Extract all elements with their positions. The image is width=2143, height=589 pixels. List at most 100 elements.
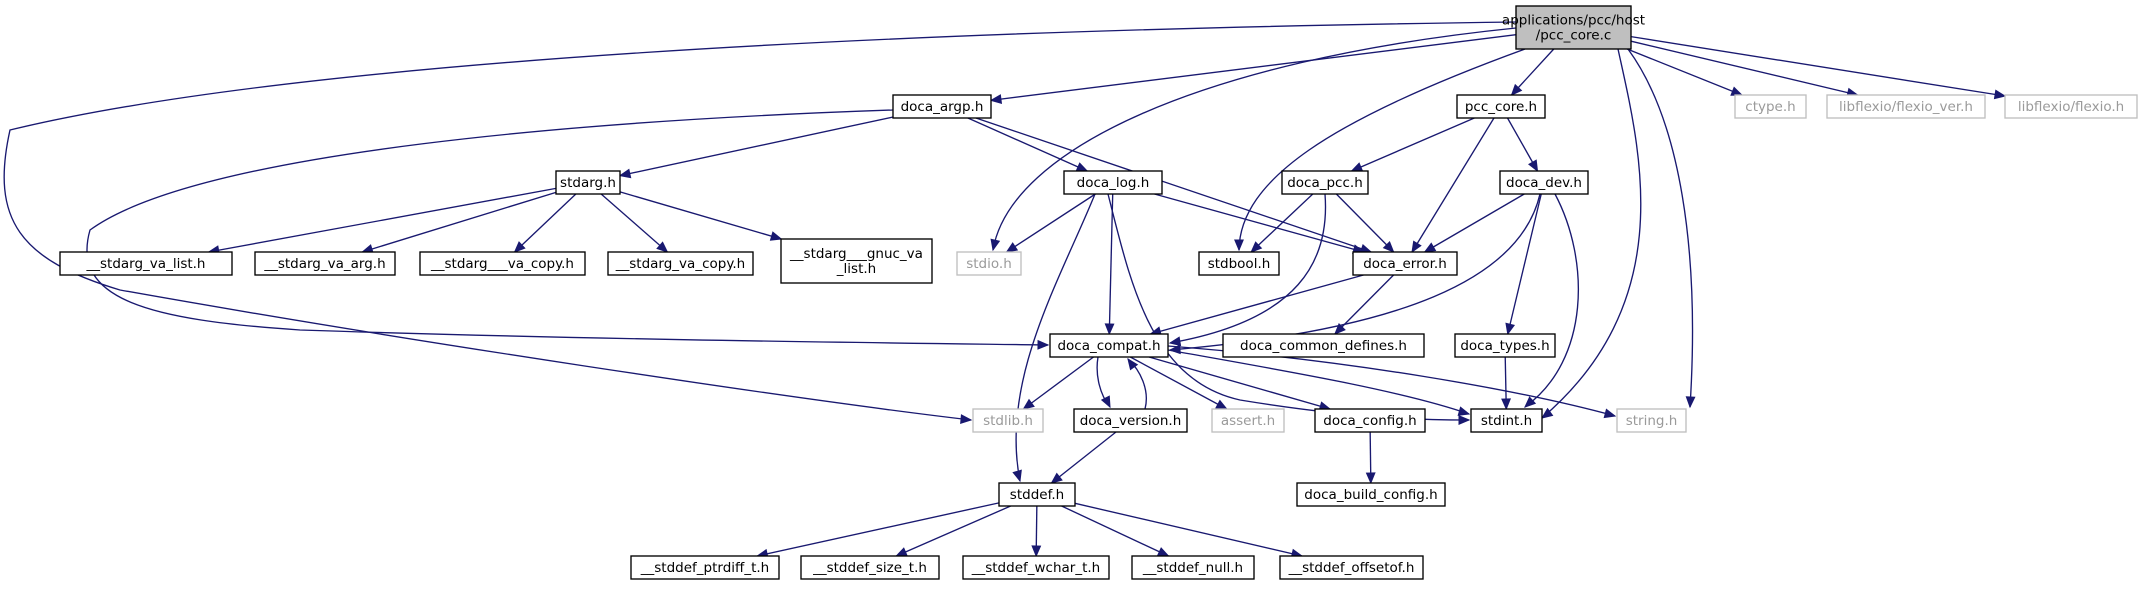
node-label: doca_error.h — [1363, 256, 1447, 272]
node-wchar[interactable]: __stddef_wchar_t.h — [962, 555, 1110, 580]
node-box — [800, 555, 940, 580]
edge-doca_log-to-stddef — [1012, 193, 1096, 483]
node-doca_compat[interactable]: doca_compat.h — [1049, 333, 1169, 358]
node-null[interactable]: __stddef_null.h — [1131, 555, 1255, 580]
edges-layer — [3, 21, 2007, 559]
node-stdint[interactable]: stdint.h — [1470, 408, 1543, 433]
node-size_t[interactable]: __stddef_size_t.h — [800, 555, 940, 580]
edge-root-to-stdbool — [1234, 48, 1526, 252]
node-label: doca_argp.h — [901, 99, 984, 115]
node-u_va_copy[interactable]: __stdarg___va_copy.h — [419, 251, 586, 276]
node-doca_dev[interactable]: doca_dev.h — [1499, 170, 1589, 195]
edge-doca_pcc-to-doca_error — [1335, 193, 1395, 253]
node-box — [780, 238, 933, 284]
node-box — [998, 482, 1076, 507]
node-label: __stddef_size_t.h — [812, 560, 927, 576]
edge-doca_compat-to-stdint — [1167, 349, 1471, 416]
node-doca_log[interactable]: doca_log.h — [1063, 170, 1163, 195]
edge-stdarg-to-gnuc — [619, 191, 783, 241]
node-label: stdbool.h — [1208, 256, 1271, 272]
node-label: __stdarg___gnuc_va — [789, 246, 923, 262]
edge-doca_pcc-to-stdbool — [1250, 193, 1314, 253]
node-label: stddef.h — [1010, 487, 1064, 503]
node-label: __stddef_null.h — [1142, 560, 1243, 576]
node-box — [1296, 482, 1446, 507]
node-ctype[interactable]: ctype.h — [1734, 94, 1807, 119]
node-box — [419, 251, 586, 276]
node-box — [972, 408, 1044, 433]
node-box — [1352, 251, 1458, 276]
node-pcc_core_h[interactable]: pcc_core.h — [1456, 94, 1546, 119]
node-common_defines[interactable]: doca_common_defines.h — [1222, 333, 1425, 358]
node-label: __stddef_ptrdiff_t.h — [640, 560, 769, 576]
node-stdbool[interactable]: stdbool.h — [1198, 251, 1280, 276]
node-flexio[interactable]: libflexio/flexio.h — [2004, 94, 2138, 119]
node-box — [1826, 94, 1986, 119]
node-label: applications/pcc/host — [1502, 13, 1645, 29]
node-doca_types[interactable]: doca_types.h — [1454, 333, 1556, 358]
edge-doca_log-to-doca_compat — [1104, 193, 1115, 336]
node-label: doca_pcc.h — [1287, 175, 1363, 191]
node-label: __stddef_wchar_t.h — [971, 560, 1101, 576]
node-offsetof[interactable]: __stddef_offsetof.h — [1279, 555, 1424, 580]
node-doca_version[interactable]: doca_version.h — [1073, 408, 1188, 433]
edge-doca_argp-to-doca_compat — [86, 109, 1050, 350]
node-root[interactable]: applications/pcc/host/pcc_core.c — [1502, 5, 1645, 50]
node-label: doca_log.h — [1077, 175, 1150, 191]
node-va_list[interactable]: __stdarg_va_list.h — [59, 251, 233, 276]
node-doca_pcc[interactable]: doca_pcc.h — [1281, 170, 1369, 195]
node-stddef[interactable]: stddef.h — [998, 482, 1076, 507]
node-label: assert.h — [1221, 413, 1275, 429]
node-va_arg[interactable]: __stdarg_va_arg.h — [254, 251, 396, 276]
edge-doca_argp-to-stdarg — [618, 116, 894, 179]
node-box — [1131, 555, 1255, 580]
edge-root-to-ctype — [1626, 48, 1744, 96]
node-box — [1454, 333, 1556, 358]
edge-doca_pcc-to-doca_compat — [1168, 193, 1327, 347]
node-box — [555, 170, 621, 195]
node-label: __stdarg_va_arg.h — [263, 256, 385, 272]
node-stdarg[interactable]: stdarg.h — [555, 170, 621, 195]
node-label: doca_config.h — [1323, 413, 1416, 429]
node-box — [1470, 408, 1543, 433]
node-label: doca_types.h — [1460, 338, 1549, 354]
edge-doca_error-to-doca_compat — [1149, 274, 1364, 336]
edge-root-to-stdlib — [3, 21, 1517, 424]
node-ptrdiff[interactable]: __stddef_ptrdiff_t.h — [630, 555, 780, 580]
edge-stdarg-to-va_list — [207, 187, 557, 255]
node-assert[interactable]: assert.h — [1211, 408, 1285, 433]
node-string[interactable]: string.h — [1616, 408, 1687, 433]
node-va_copy[interactable]: __stdarg_va_copy.h — [607, 251, 754, 276]
node-box — [1314, 408, 1426, 433]
node-stdio[interactable]: stdio.h — [956, 251, 1022, 276]
edge-root-to-stdio — [990, 27, 1517, 252]
edge-doca_error-to-common_defines — [1334, 274, 1395, 335]
node-label: __stdarg_va_copy.h — [615, 256, 745, 272]
node-box — [59, 251, 233, 276]
node-box — [254, 251, 396, 276]
node-label: __stdarg___va_copy.h — [430, 256, 574, 272]
node-build_config[interactable]: doca_build_config.h — [1296, 482, 1446, 507]
edge-pcc_core_h-to-doca_pcc — [1350, 117, 1475, 172]
node-label: stdint.h — [1481, 413, 1532, 429]
node-box — [630, 555, 780, 580]
node-gnuc[interactable]: __stdarg___gnuc_va_list.h — [780, 238, 933, 284]
node-box — [1198, 251, 1280, 276]
node-flexio_ver[interactable]: libflexio/flexio_ver.h — [1826, 94, 1986, 119]
node-label: stdlib.h — [983, 413, 1033, 429]
node-label: stdio.h — [966, 256, 1012, 272]
edge-stddef-to-offsetof — [1074, 502, 1304, 559]
node-doca_argp[interactable]: doca_argp.h — [892, 94, 992, 119]
node-doca_error[interactable]: doca_error.h — [1352, 251, 1458, 276]
edge-root-to-stdint — [1540, 48, 1642, 419]
node-label: doca_common_defines.h — [1240, 338, 1407, 354]
node-doca_config[interactable]: doca_config.h — [1314, 408, 1426, 433]
node-label: _list.h — [836, 261, 876, 277]
node-box — [607, 251, 754, 276]
edge-root-to-flexio — [1630, 35, 2007, 100]
edge-pcc_core_h-to-doca_error — [1411, 117, 1495, 254]
node-stdlib[interactable]: stdlib.h — [972, 408, 1044, 433]
node-label: stdarg.h — [560, 175, 616, 191]
edge-doca_compat-to-doca_config — [1148, 356, 1332, 411]
edge-stdarg-to-va_arg — [361, 191, 557, 254]
